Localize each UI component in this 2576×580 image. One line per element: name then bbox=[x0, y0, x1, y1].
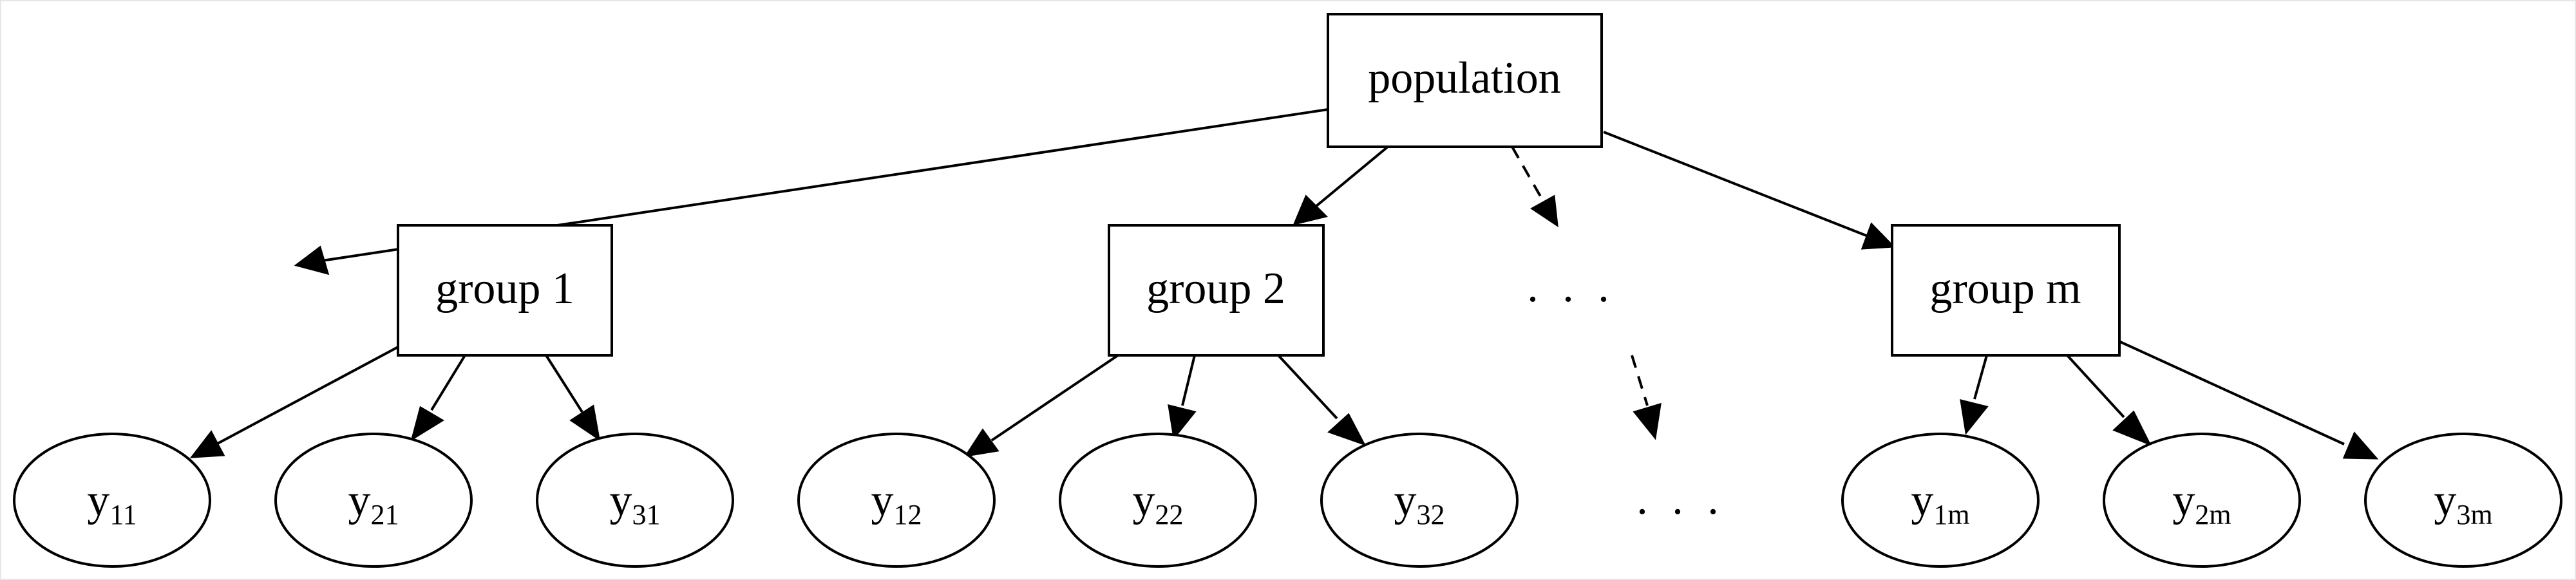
edge-groupm-y2m bbox=[2066, 354, 2152, 446]
leaf-y12-base: y bbox=[871, 476, 894, 525]
svg-text:y32: y32 bbox=[1394, 476, 1445, 530]
leaf-y12-sub: 12 bbox=[894, 499, 922, 530]
svg-text:y3m: y3m bbox=[2434, 476, 2492, 530]
group1-label: group 1 bbox=[435, 264, 574, 313]
leaf-y3m: y3m bbox=[2364, 433, 2562, 568]
svg-text:y21: y21 bbox=[348, 476, 399, 530]
edge-groupm-y1m bbox=[1960, 355, 1989, 435]
leaf-y31-sub: 31 bbox=[632, 499, 661, 530]
leaf-y2m: y2m bbox=[2103, 433, 2301, 568]
group2-node: group 2 bbox=[1108, 224, 1325, 357]
edge-population-group2 bbox=[1293, 145, 1389, 226]
leaf-y22-sub: 22 bbox=[1155, 499, 1184, 530]
groupm-label: group m bbox=[1929, 264, 2081, 313]
edge-group2-y32 bbox=[1277, 354, 1367, 446]
edge-group2-y12 bbox=[963, 354, 1119, 458]
edge-population-groupm bbox=[1603, 131, 1896, 250]
group-ellipsis-node: . . . bbox=[1527, 262, 1616, 312]
leaf-y12: y12 bbox=[797, 433, 996, 568]
edge-group1-y21 bbox=[410, 354, 466, 442]
svg-text:y12: y12 bbox=[871, 476, 922, 530]
leaf-y21: y21 bbox=[274, 433, 473, 568]
group2-label: group 2 bbox=[1146, 264, 1285, 313]
leaf-y1m-base: y bbox=[1911, 476, 1933, 525]
groupm-node: group m bbox=[1891, 224, 2121, 357]
svg-text:y1m: y1m bbox=[1911, 476, 1969, 530]
leaf-y22: y22 bbox=[1059, 433, 1257, 568]
leaf-y21-sub: 21 bbox=[371, 499, 399, 530]
svg-text:y22: y22 bbox=[1133, 476, 1184, 530]
leaf-y32-base: y bbox=[1394, 476, 1417, 525]
svg-text:y2m: y2m bbox=[2172, 476, 2231, 530]
edge-group1-y31 bbox=[545, 354, 601, 442]
group-ellipsis-label: . . . bbox=[1527, 262, 1616, 312]
leaf-y1m-sub: 1m bbox=[1933, 499, 1969, 530]
leaf-y2m-sub: 2m bbox=[2195, 499, 2231, 530]
population-label: population bbox=[1368, 53, 1560, 103]
leaf-y2m-base: y bbox=[2172, 476, 2195, 525]
svg-text:y11: y11 bbox=[87, 476, 137, 530]
edge-group1-y11 bbox=[189, 345, 400, 458]
group1-node: group 1 bbox=[397, 224, 613, 357]
leaf-ellipsis-label: . . . bbox=[1636, 474, 1725, 524]
edge-population-ellipsis bbox=[1511, 146, 1558, 228]
leaf-y11-base: y bbox=[87, 476, 109, 525]
edge-groupm-y3m bbox=[2118, 340, 2379, 460]
leaf-y11-sub: 11 bbox=[109, 499, 137, 530]
svg-text:y31: y31 bbox=[610, 476, 661, 530]
leaf-y3m-base: y bbox=[2434, 476, 2456, 525]
edge-group2-y22 bbox=[1168, 355, 1197, 440]
leaf-ellipsis: . . . bbox=[1636, 474, 1725, 524]
leaf-y31-base: y bbox=[610, 476, 632, 525]
leaf-y32: y32 bbox=[1320, 433, 1519, 568]
leaf-y31: y31 bbox=[536, 433, 734, 568]
leaf-y11: y11 bbox=[13, 433, 211, 568]
leaf-y22-base: y bbox=[1133, 476, 1155, 525]
leaf-y1m: y1m bbox=[1841, 433, 2040, 568]
edge-ellipsis-ellipsis bbox=[1631, 355, 1662, 440]
leaf-y32-sub: 32 bbox=[1417, 499, 1445, 530]
population-node: population bbox=[1327, 13, 1603, 148]
leaf-y21-base: y bbox=[348, 476, 371, 525]
leaf-y3m-sub: 3m bbox=[2456, 499, 2492, 530]
